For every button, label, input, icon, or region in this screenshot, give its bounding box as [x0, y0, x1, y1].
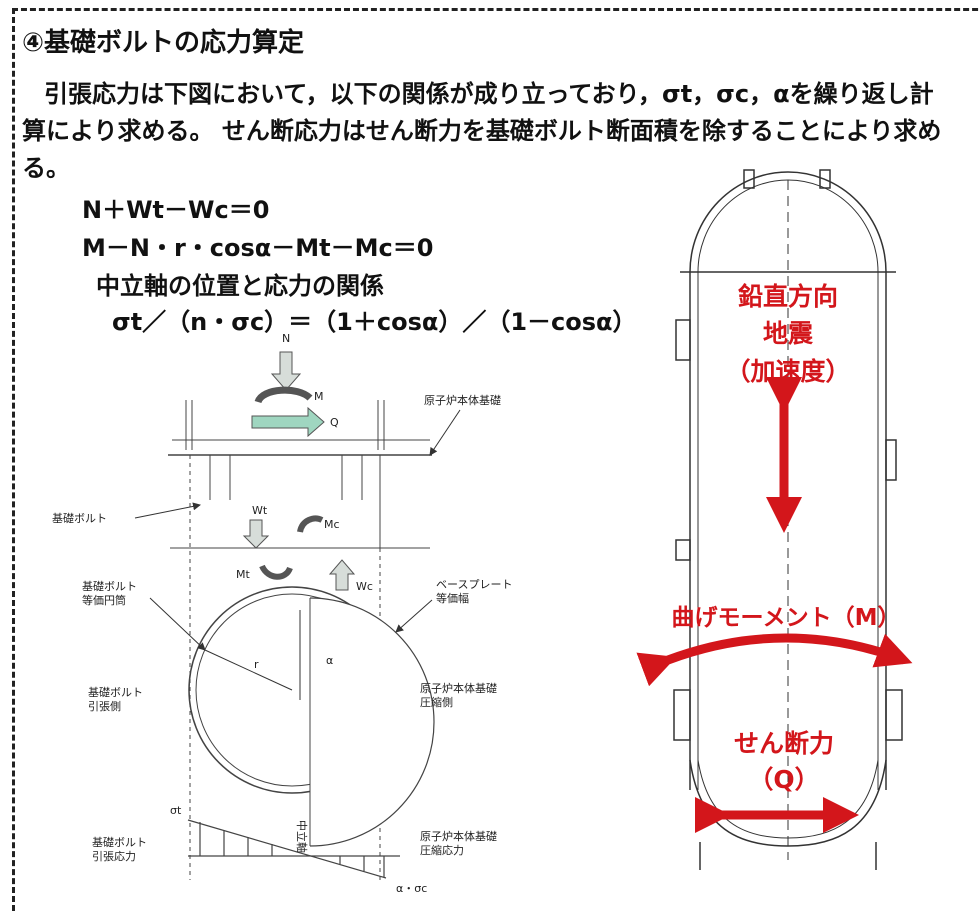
label-bolt-circle-l1: 基礎ボルト	[82, 580, 137, 593]
label-Q: Q	[330, 416, 339, 429]
equation-force-balance: N＋Wt－Wc＝0	[82, 196, 270, 224]
label-tension-side-l2: 引張側	[88, 699, 121, 713]
label-tension-side-l1: 基礎ボルト	[88, 686, 143, 699]
label-acceleration: （加速度）	[725, 357, 850, 386]
m-arrow-icon	[254, 386, 313, 404]
n-arrow-icon	[270, 351, 302, 391]
label-bolt-tensile-l2: 引張応力	[92, 849, 136, 863]
label-Wc: Wc	[356, 580, 373, 593]
label-M: M	[314, 390, 324, 403]
label-shear-force: せん断力	[734, 729, 834, 758]
label-sigma-t: σt	[170, 804, 182, 817]
stress-distribution	[187, 819, 400, 879]
label-neutral-axis: 中立軸	[295, 820, 309, 853]
label-alpha: α	[326, 654, 333, 667]
label-N: N	[282, 332, 290, 345]
label-bending-moment: 曲げモーメント（M）	[672, 604, 901, 631]
label-Mc: Mc	[324, 518, 340, 531]
mt-arrow-icon	[259, 564, 293, 580]
wt-arrow-icon	[242, 519, 270, 549]
label-shear-q: （Q）	[748, 765, 819, 794]
neutral-axis-heading: 中立軸の位置と応力の関係	[96, 272, 384, 300]
label-Mt: Mt	[236, 568, 250, 581]
description-paragraph: 引張応力は下図において，以下の関係が成り立っており，σt，σc，αを繰り返し計算…	[22, 80, 942, 182]
reactor-vessel-diagram: 鉛直方向 地震 （加速度） 曲げモーメント（M） せん断力 （Q）	[636, 169, 913, 870]
label-reactor-foundation: 原子炉本体基礎	[424, 393, 501, 407]
label-r: r	[254, 658, 259, 671]
label-bolt-tensile-l1: 基礎ボルト	[92, 836, 147, 849]
label-foundation-comp-l1: 原子炉本体基礎	[420, 829, 497, 843]
label-foundation-comp-l2: 圧縮応力	[420, 843, 464, 857]
equation-stress-relation: σt／（n・σc）＝（1＋cosα）／（1－cosα）	[112, 308, 637, 336]
dashed-frame	[12, 8, 979, 911]
section-title: ④基礎ボルトの応力算定	[22, 28, 305, 58]
radius-line	[204, 649, 293, 691]
q-arrow-icon	[251, 406, 325, 438]
label-base-plate-l1: ベースプレート	[436, 578, 512, 591]
label-compression-side-l2: 圧縮側	[420, 695, 453, 709]
label-seismic: 地震	[763, 319, 814, 348]
base-plate-arc	[309, 597, 435, 847]
label-base-plate-l2: 等価幅	[436, 591, 469, 605]
label-compression-side-l1: 原子炉本体基礎	[420, 681, 497, 695]
mc-arrow-icon	[297, 515, 324, 533]
label-Wt: Wt	[252, 504, 268, 517]
label-alpha-sigma-c: α・σc	[396, 882, 427, 895]
bolt-stress-diagram: N M Q 原子炉本体基礎 基礎ボルト Wt Mc Mt	[52, 332, 512, 895]
wc-arrow-icon	[328, 559, 356, 591]
label-bolt-circle-l2: 等価円筒	[82, 593, 126, 607]
label-vertical-direction: 鉛直方向	[738, 282, 838, 311]
equation-moment-balance: M－N・r・cosα－Mt－Mc＝0	[82, 234, 434, 262]
bending-moment-arrow-icon	[636, 633, 913, 687]
label-base-bolt: 基礎ボルト	[52, 512, 107, 525]
